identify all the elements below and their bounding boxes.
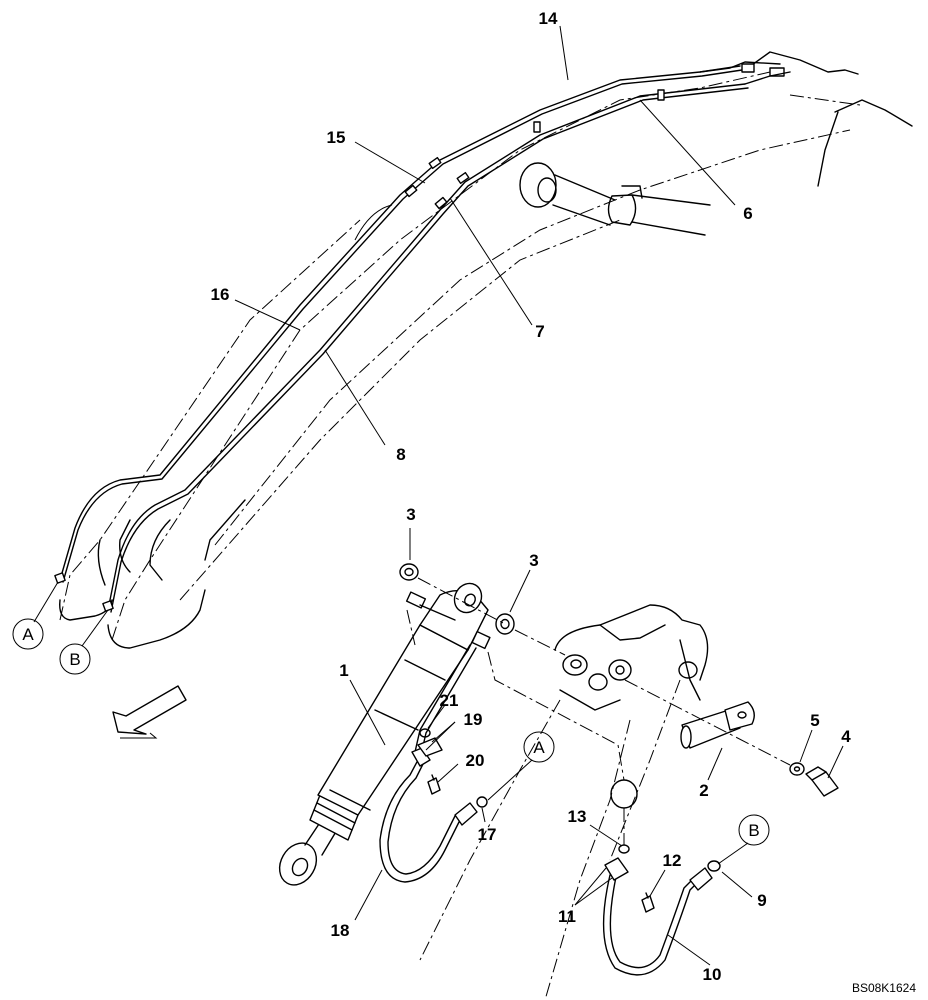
callout-18: 18 — [331, 921, 350, 940]
small-parts — [399, 563, 721, 913]
callout-6: 6 — [743, 204, 752, 223]
callout-17: 17 — [478, 825, 497, 844]
callout-19: 19 — [464, 710, 483, 729]
connector-a-top: A — [22, 625, 34, 644]
callout-labels: 14 15 16 6 7 8 3 3 1 21 19 20 17 18 2 5 … — [211, 9, 852, 984]
callout-21: 21 — [440, 691, 459, 710]
callout-20: 20 — [466, 751, 485, 770]
callout-1: 1 — [339, 661, 348, 680]
arm-cylinder — [278, 582, 491, 886]
connector-a-bottom: A — [533, 738, 545, 757]
callout-5: 5 — [810, 711, 819, 730]
direction-arrow — [112, 685, 187, 739]
arm-outline — [59, 51, 913, 649]
callout-11: 11 — [558, 907, 576, 926]
connector-markers: A B A B — [12, 618, 770, 846]
leader-lines — [33, 25, 844, 966]
callout-3-left: 3 — [406, 505, 415, 524]
connector-b-top: B — [69, 650, 80, 669]
callout-2: 2 — [699, 781, 708, 800]
connector-b-bottom: B — [748, 821, 759, 840]
boom-cylinder-sketch — [519, 162, 711, 236]
hoses — [379, 747, 713, 976]
callout-13: 13 — [568, 807, 587, 826]
drawing-code: BS08K1624 — [852, 981, 916, 995]
callout-8: 8 — [396, 445, 405, 464]
callout-7: 7 — [535, 322, 544, 341]
hydraulic-pipes — [54, 61, 791, 613]
callout-12: 12 — [663, 851, 682, 870]
assembly-lines — [406, 577, 791, 845]
callout-16: 16 — [211, 285, 230, 304]
callout-10: 10 — [703, 965, 722, 984]
callout-3-right: 3 — [529, 551, 538, 570]
arm-bracket — [419, 604, 839, 1000]
callout-9: 9 — [757, 891, 766, 910]
callout-4: 4 — [841, 727, 851, 746]
callout-15: 15 — [327, 128, 346, 147]
callout-14: 14 — [539, 9, 558, 28]
